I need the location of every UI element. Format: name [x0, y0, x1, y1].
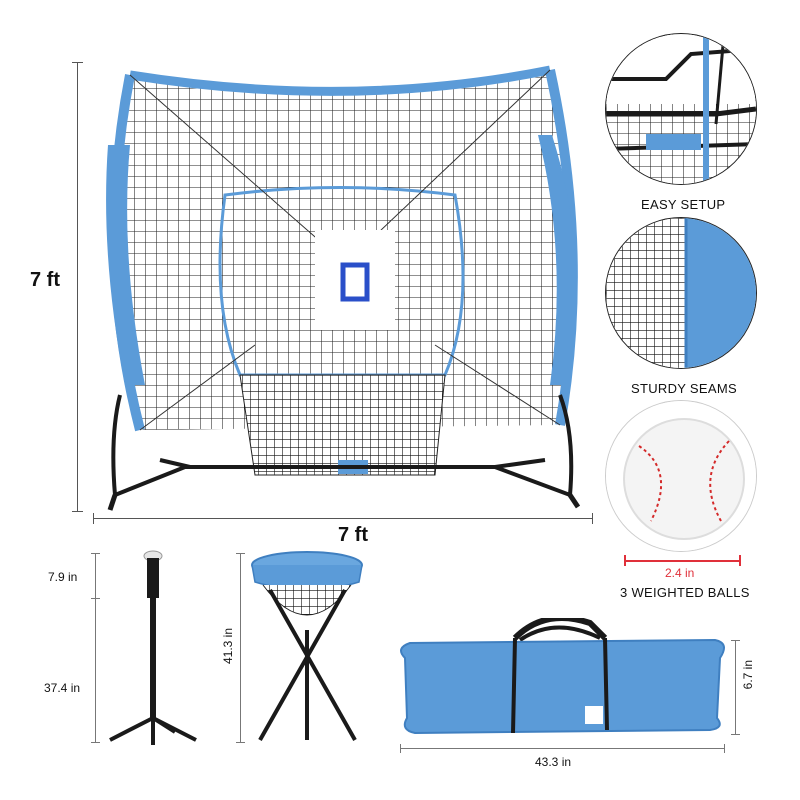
bag-length-tick-right	[724, 744, 725, 753]
tee-dimension-tick-mid	[91, 598, 100, 599]
ball-caddy-image	[245, 550, 375, 745]
net-height-tick-top	[72, 62, 83, 63]
tee-dimension-line	[95, 553, 96, 743]
net-width-tick-left	[93, 513, 94, 524]
tee-dimension-tick-bottom	[91, 742, 100, 743]
ball-diameter-line	[625, 560, 740, 562]
caddy-dimension-tick-bottom	[236, 742, 245, 743]
easy-setup-caption: EASY SETUP	[641, 197, 726, 212]
weighted-balls-caption: 3 WEIGHTED BALLS	[620, 585, 750, 600]
bag-height-label: 6.7 in	[741, 660, 755, 690]
net-width-tick-right	[592, 513, 593, 524]
bag-height-line	[735, 640, 736, 735]
net-width-line	[93, 518, 593, 519]
bag-length-line	[400, 748, 725, 749]
caddy-height-label: 41.3 in	[221, 628, 235, 665]
carry-bag-image	[395, 618, 730, 738]
caddy-dimension-line	[240, 553, 241, 743]
weighted-ball-image	[605, 400, 757, 552]
net-height-label: 7 ft	[30, 269, 60, 291]
easy-setup-detail-image	[605, 33, 757, 185]
bag-length-label: 43.3 in	[535, 755, 572, 769]
sturdy-seams-detail-image	[605, 217, 757, 369]
net-width-label: 7 ft	[338, 524, 368, 546]
net-height-tick-bottom	[72, 511, 83, 512]
net-illustration	[90, 55, 610, 515]
bag-length-tick-left	[400, 744, 401, 753]
ball-diameter-label: 2.4 in	[665, 566, 695, 580]
tee-top-section-label: 7.9 in	[48, 570, 78, 584]
tee-bottom-section-label: 37.4 in	[44, 681, 81, 695]
tee-dimension-tick-top	[91, 553, 100, 554]
caddy-dimension-tick-top	[236, 553, 245, 554]
ball-diameter-tick-left	[624, 555, 626, 566]
net-height-line	[77, 62, 78, 512]
ball-diameter-tick-right	[739, 555, 741, 566]
bag-height-tick-bottom	[731, 734, 740, 735]
sturdy-seams-caption: STURDY SEAMS	[631, 381, 737, 396]
batting-tee-image	[100, 550, 210, 750]
bag-height-tick-top	[731, 640, 740, 641]
